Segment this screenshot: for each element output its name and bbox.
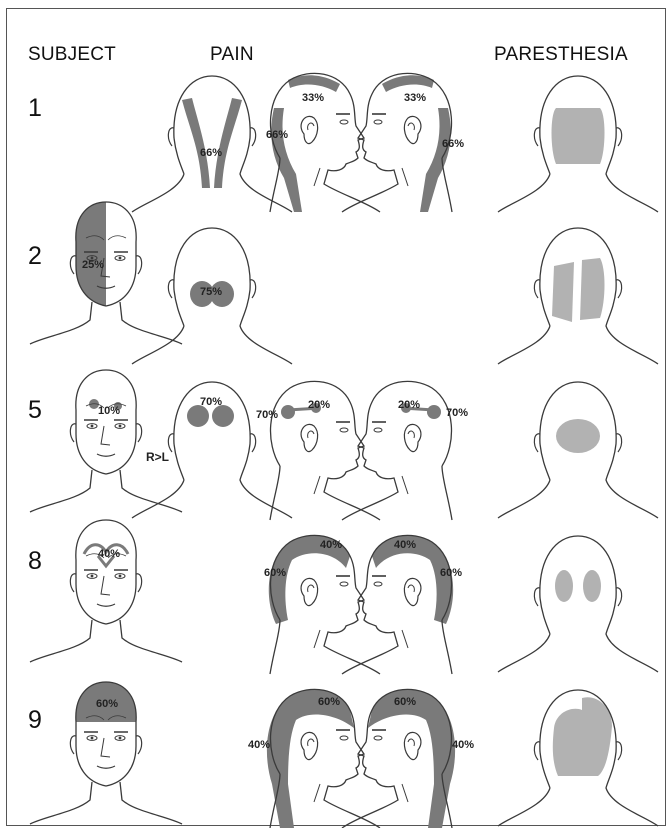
row-1-pain-back: 66%	[132, 76, 292, 212]
row-9-paresthesia-back	[498, 690, 658, 826]
row-5-right-profile-top-label: 20%	[398, 399, 420, 411]
row-9-left-profile-top-label: 60%	[318, 696, 340, 708]
row-5-back-pain-label: 70%	[200, 396, 222, 408]
row-9-pain-profile-right: 60% 40%	[342, 689, 474, 828]
row-8-paresthesia-back	[498, 536, 658, 672]
row-5-left-profile-side-label: 70%	[256, 409, 278, 421]
row-2-front-pain-label: 25%	[82, 259, 104, 271]
row-9-pain-profile-left: 60% 40%	[248, 689, 380, 828]
row-9-right-profile-side-label: 40%	[452, 739, 474, 751]
row-8-pain-profile-right: 40% 60%	[342, 535, 462, 674]
row-2-pain-back: 75%	[132, 228, 292, 364]
row-5-right-profile-side-label: 70%	[446, 407, 468, 419]
row-8-left-profile-top-label: 40%	[320, 539, 342, 551]
row-9-left-profile-side-label: 40%	[248, 739, 270, 751]
row-2-paresthesia-back	[498, 228, 658, 364]
row-2-pain-front: 25%	[30, 202, 182, 344]
row-5-laterality-note: R>L	[146, 450, 169, 464]
row-8-front-pain-label: 40%	[98, 548, 120, 560]
row-1-back-pain-label: 66%	[200, 147, 222, 159]
row-1-left-profile-top-label: 33%	[302, 92, 324, 104]
row-5-pain-profile-left: 20% 70%	[256, 381, 380, 520]
row-1-pain-profile-right: 33% 66%	[342, 73, 464, 212]
row-5-pain-profile-right: 20% 70%	[342, 381, 468, 520]
row-5-paresthesia-back	[498, 382, 658, 518]
row-1-paresthesia-back	[498, 76, 658, 212]
row-8-right-profile-top-label: 40%	[394, 539, 416, 551]
row-1-right-profile-top-label: 33%	[404, 92, 426, 104]
row-9-front-pain-label: 60%	[96, 698, 118, 710]
row-8-right-profile-side-label: 60%	[440, 567, 462, 579]
row-5-left-profile-top-label: 20%	[308, 399, 330, 411]
row-2-back-pain-label: 75%	[200, 286, 222, 298]
row-8-left-profile-side-label: 60%	[264, 567, 286, 579]
row-8-pain-front: 40%	[30, 520, 182, 662]
row-5-pain-front: 10% R>L	[30, 370, 182, 512]
row-9-right-profile-top-label: 60%	[394, 696, 416, 708]
row-5-front-pain-label: 10%	[98, 405, 120, 417]
row-1-right-profile-side-label: 66%	[442, 138, 464, 150]
row-9-pain-front: 60%	[30, 682, 182, 824]
row-1-left-profile-side-label: 66%	[266, 129, 288, 141]
